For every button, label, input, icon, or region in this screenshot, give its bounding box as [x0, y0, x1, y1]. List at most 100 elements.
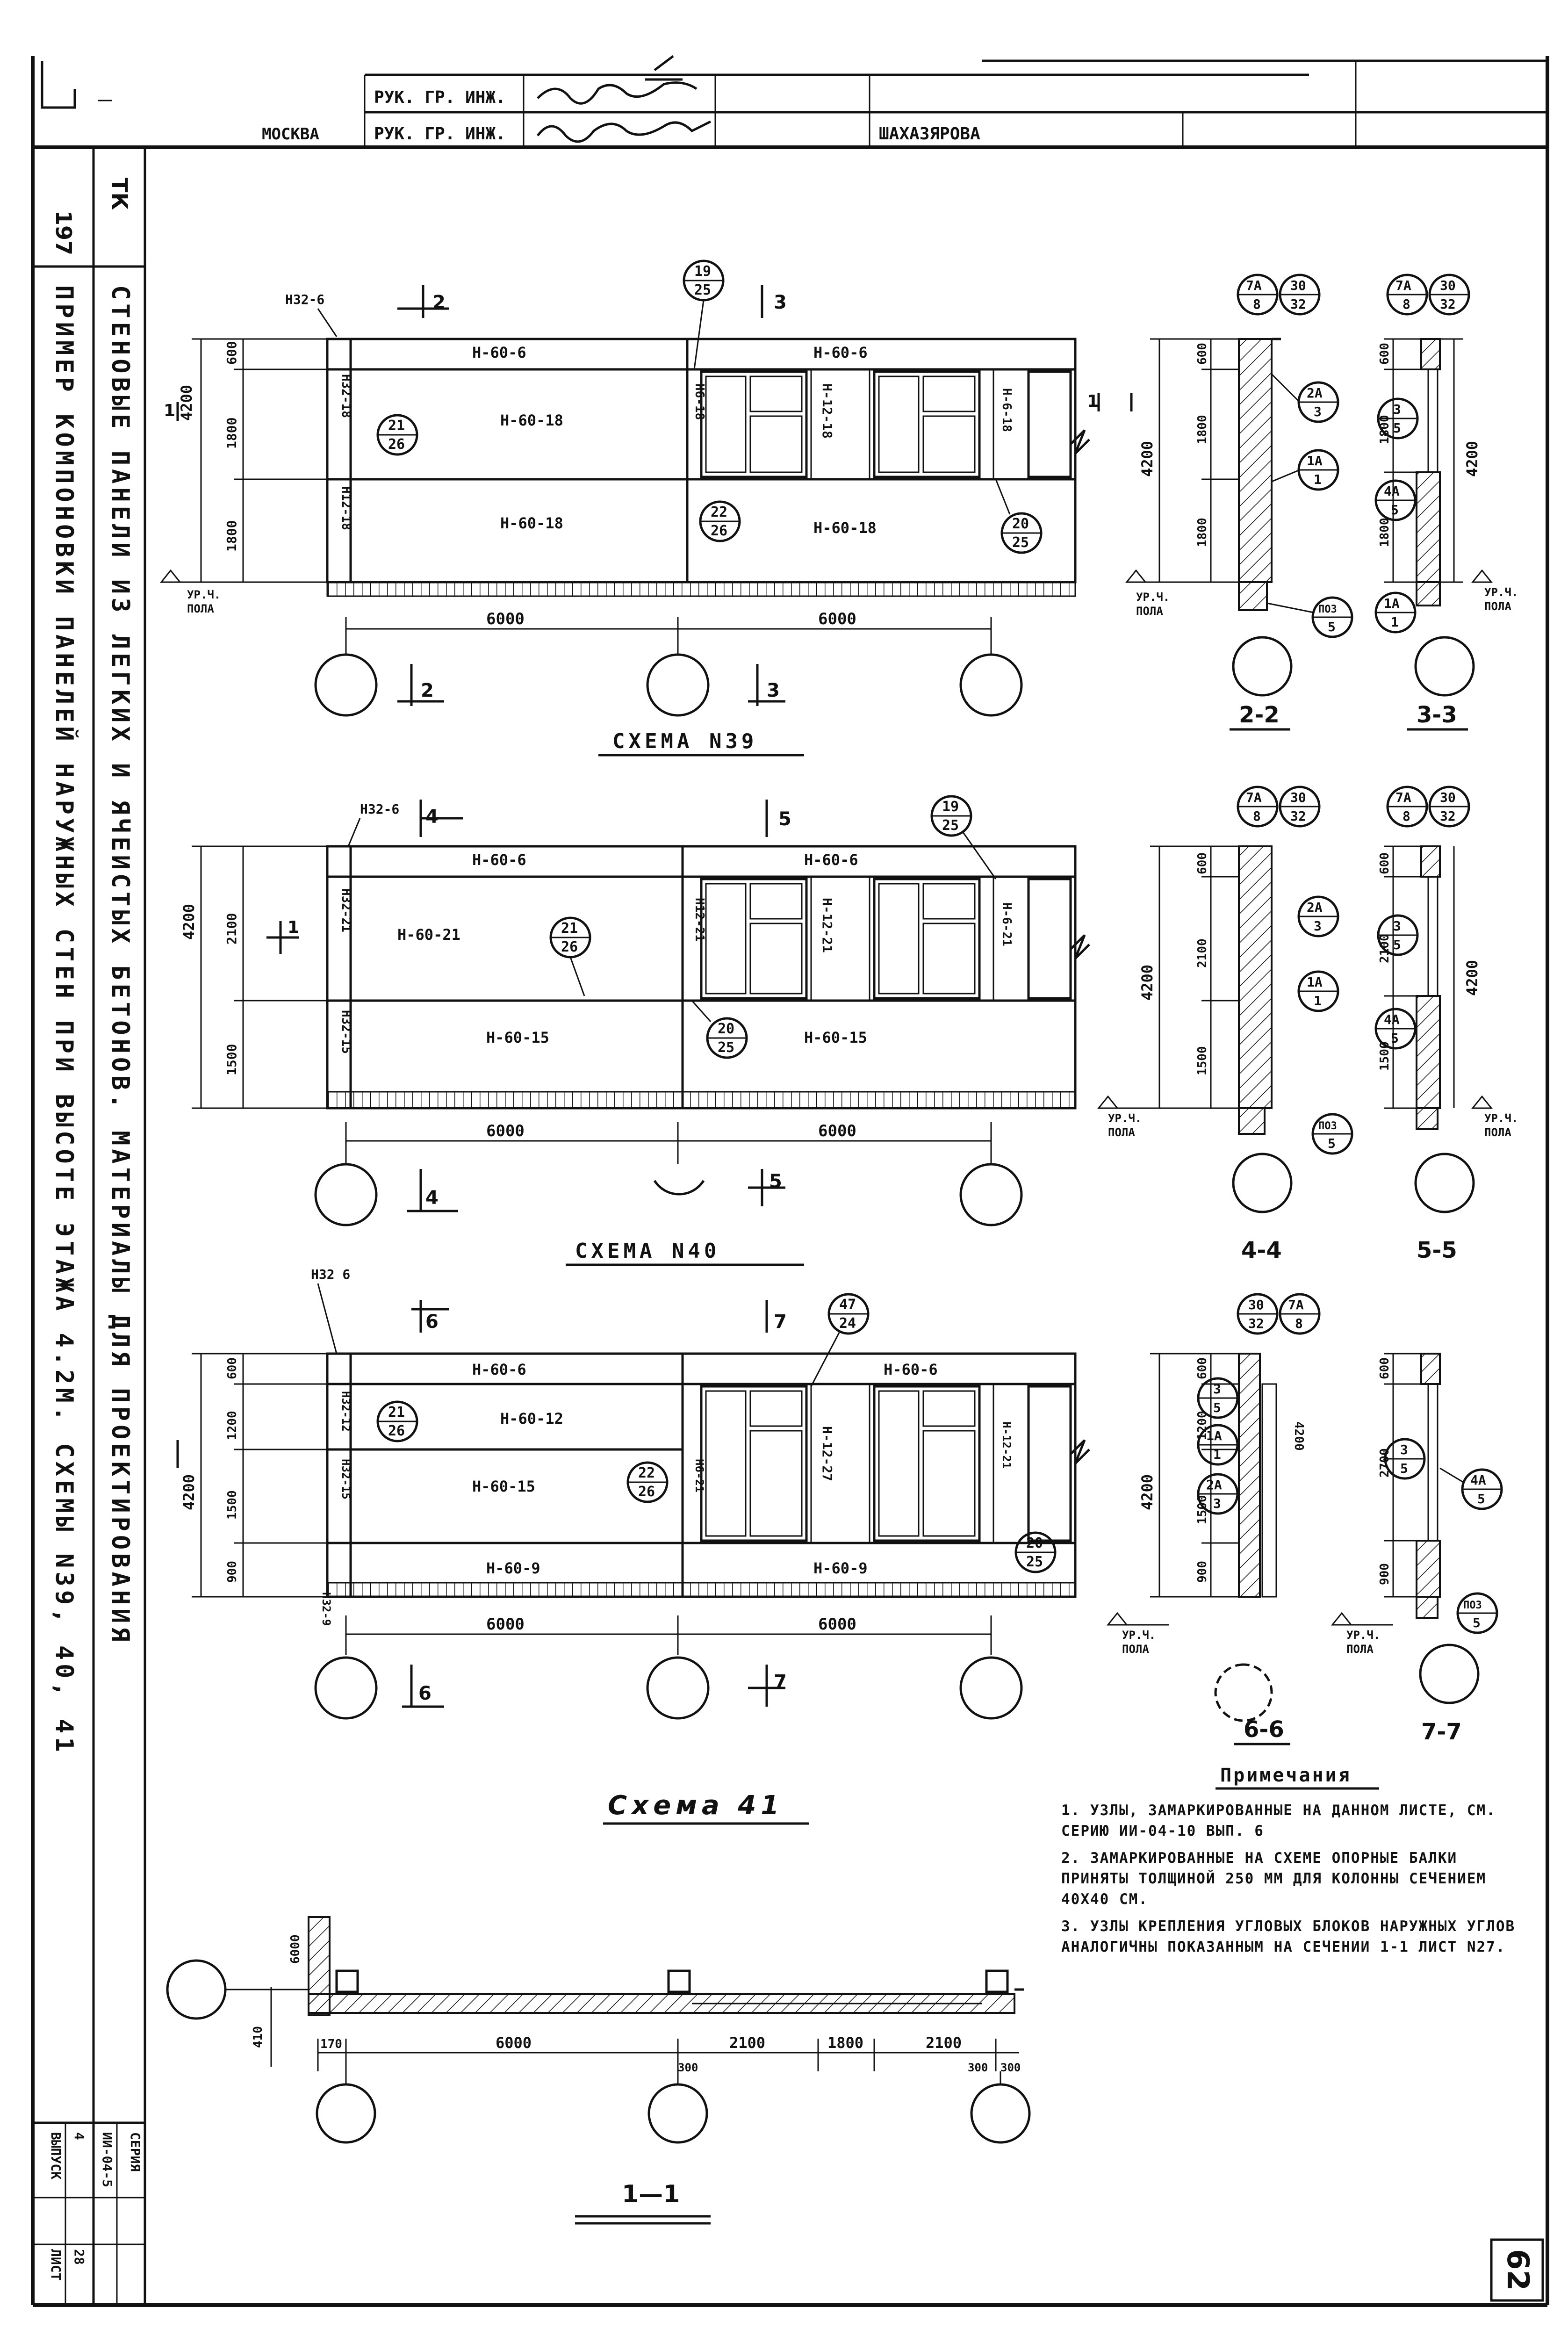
s41-narrow-2: Н32-15 [339, 1459, 352, 1500]
svg-text:25: 25 [942, 817, 959, 834]
s41-narrow-1: Н32-12 [339, 1391, 352, 1432]
svg-text:8: 8 [1295, 1316, 1303, 1331]
svg-text:1А: 1А [1206, 1428, 1222, 1443]
s66-callout-3: 3 5 [1197, 1377, 1239, 1419]
s39-corner-tag: Н32-6 [285, 292, 324, 307]
series-label: СЕРИЯ [128, 2132, 143, 2171]
s40-sec-mark-bot-2: 5 [769, 1171, 782, 1192]
svg-text:26: 26 [638, 1484, 655, 1500]
svg-text:5: 5 [1393, 420, 1401, 436]
svg-text:7А: 7А [1395, 790, 1411, 805]
s41-axis-1 [314, 1656, 378, 1720]
s39-callout-2: 21 26 [376, 414, 418, 456]
s41-panel-top-right: Н-60-6 [884, 1361, 938, 1378]
s40-axis-2 [653, 1180, 705, 1196]
s39-axis-1 [314, 653, 378, 717]
s41-sec-mark-bot-2: 7 [774, 1671, 787, 1693]
s44-callout-3: 2А 3 [1297, 895, 1339, 937]
p11-small-1: 300 [678, 2061, 698, 2074]
svg-text:5: 5 [1391, 502, 1399, 518]
svg-text:20: 20 [1012, 516, 1029, 532]
svg-text:5: 5 [1400, 1461, 1408, 1476]
s66-dim-4: 900 [1195, 1561, 1209, 1583]
svg-text:47: 47 [839, 1297, 856, 1313]
svg-text:25: 25 [1012, 534, 1029, 551]
s66-callout-2: 7А 8 [1279, 1293, 1321, 1335]
svg-text:8: 8 [1253, 808, 1261, 824]
s44-dim-2: 2100 [1195, 938, 1209, 968]
svg-text:5: 5 [1393, 937, 1401, 952]
tk-label: ТК [107, 178, 132, 210]
sheet-subtitle-1: СТЕНОВЫЕ ПАНЕЛИ ИЗ ЛЕГКИХ И ЯЧЕИСТЫХ БЕТ… [106, 285, 134, 1645]
svg-text:3: 3 [1213, 1381, 1221, 1397]
s39-floor-mark-1: УР.Ч. [187, 588, 221, 601]
s40-sec-mark-bot-1: 4 [425, 1187, 439, 1209]
s39-panel-mid-left: Н-60-18 [500, 411, 563, 429]
svg-text:5: 5 [1328, 1136, 1336, 1151]
s33-dim-3: 1800 [1378, 518, 1392, 547]
s41-narrow-4: Н6-21 [693, 1459, 706, 1492]
svg-text:4А: 4А [1384, 1012, 1400, 1027]
svg-text:21: 21 [388, 1404, 405, 1420]
s44-dim-3: 1500 [1195, 1046, 1209, 1075]
svg-text:32: 32 [1440, 808, 1456, 824]
s22-callout-3: 2А 3 [1271, 373, 1339, 423]
s39-axis-3 [959, 653, 1023, 717]
s40-panel-top-left: Н-60-6 [472, 851, 526, 869]
issue-label: ВЫПУСК [48, 2132, 64, 2179]
s22-callout-4: 1А 1 [1271, 449, 1339, 491]
svg-text:2А: 2А [1307, 900, 1323, 915]
s77-label: 7-7 [1421, 1719, 1462, 1745]
s40-panel-top-right: Н-60-6 [804, 851, 858, 869]
signature-2 [537, 120, 712, 143]
s55-floor-2: ПОЛА [1484, 1126, 1511, 1139]
s55-dim-1: 600 [1378, 852, 1392, 874]
s39-panel-top-right: Н-60-6 [813, 344, 868, 361]
page-number: 62 [1500, 2249, 1535, 2291]
series-value: ИИ-04-5 [100, 2132, 115, 2187]
s41-sec-mark-top-2: 7 [774, 1311, 787, 1333]
s39-sec-mark-top-1: 2 [432, 292, 446, 313]
svg-text:21: 21 [561, 920, 578, 937]
s33-callout-5: 1А 1 [1374, 591, 1417, 634]
section-5-5: 4200 600 2100 1500 7А 8 30 32 3 5 4А 5 [1374, 786, 1518, 1263]
plan-1-1: 6000 410 170 6000 2100 1800 2100 300 300… [166, 1916, 1031, 2225]
role2-label: РУК. ГР. ИНЖ. [374, 124, 506, 144]
s77-dim-1: 600 [1378, 1357, 1392, 1379]
svg-text:2А: 2А [1206, 1477, 1222, 1492]
svg-text:21: 21 [388, 418, 405, 434]
s44-label: 4-4 [1241, 1237, 1282, 1263]
p11-axis-row [166, 1959, 227, 2020]
s41-corner-tag: Н32 6 [311, 1267, 350, 1282]
s44-callout-2: 30 32 [1279, 786, 1321, 828]
s41-sec-mark-bot-1: 6 [418, 1683, 432, 1704]
s44-floor-1: УР.Ч. [1108, 1112, 1142, 1125]
p11-dim-4: 1800 [827, 2034, 863, 2052]
s40-dim-1: 2100 [224, 913, 239, 944]
s41-narrow-5: Н-12-21 [1000, 1421, 1013, 1469]
svg-text:32: 32 [1290, 808, 1306, 824]
s33-dim-2: 1800 [1378, 415, 1392, 444]
s40-height-total: 4200 [180, 904, 198, 940]
s44-dim-1: 600 [1195, 852, 1209, 874]
svg-text:25: 25 [694, 282, 711, 298]
s41-height-total: 4200 [180, 1474, 198, 1510]
s22-height: 4200 [1138, 441, 1156, 477]
scheme-40-elevation: Н-60-6 Н-60-21 Н-60-15 Н-60-6 Н-12-21 Н-… [180, 795, 1090, 1266]
s39-narrow-2: Н12-18 [339, 486, 353, 530]
s22-axis [1232, 636, 1293, 697]
s66-height-right: 4200 [1292, 1421, 1306, 1451]
s40-sec-mark-top-1: 4 [425, 806, 439, 828]
s41-span-1: 6000 [486, 1615, 525, 1634]
svg-text:30: 30 [1290, 790, 1306, 805]
s33-axis [1414, 636, 1475, 697]
s33-callout-1: 7А 8 [1386, 274, 1428, 316]
svg-text:8: 8 [1403, 808, 1410, 824]
s44-callout-1: 7А 8 [1237, 786, 1279, 828]
svg-text:26: 26 [388, 436, 405, 453]
s41-narrow-3: Н32-9 [320, 1592, 333, 1626]
svg-text:1: 1 [1314, 993, 1322, 1009]
p11-axis-2 [647, 2083, 708, 2144]
svg-text:30: 30 [1440, 278, 1456, 293]
s33-dim-1: 600 [1378, 343, 1392, 365]
